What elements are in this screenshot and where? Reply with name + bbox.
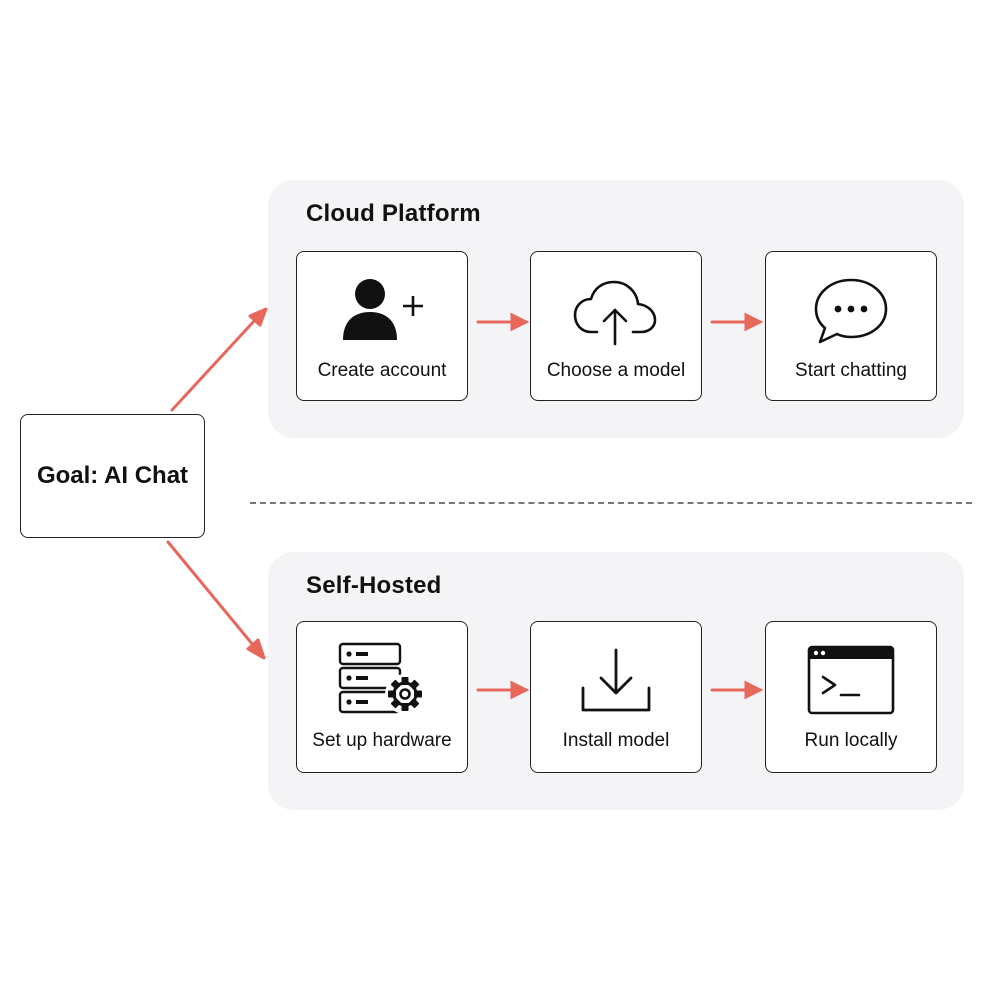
step-set-up-hardware: Set up hardware — [296, 621, 468, 773]
step-install-model: Install model — [530, 621, 702, 773]
download-icon — [531, 640, 701, 722]
step-label: Choose a model — [546, 360, 686, 381]
lane-self-hosted: Self-Hosted — [268, 552, 964, 810]
goal-node: Goal: AI Chat — [20, 414, 205, 538]
lane-title: Self-Hosted — [306, 572, 442, 599]
server-gear-icon — [297, 640, 467, 722]
terminal-icon — [766, 640, 936, 722]
lane-cloud-platform: Cloud Platform Create account — [268, 180, 964, 438]
chat-bubble-icon — [766, 270, 936, 352]
lane-divider — [250, 502, 972, 504]
arrow-goal-to-self-hosted — [166, 540, 266, 660]
add-user-icon — [297, 270, 467, 352]
step-label: Set up hardware — [312, 730, 452, 751]
cloud-upload-icon — [531, 270, 701, 352]
step-run-locally: Run locally — [765, 621, 937, 773]
step-choose-model: Choose a model — [530, 251, 702, 401]
step-create-account: Create account — [296, 251, 468, 401]
step-label: Start chatting — [795, 360, 907, 381]
step-label: Run locally — [804, 730, 898, 751]
arrow-goal-to-cloud — [170, 307, 268, 412]
step-label: Create account — [317, 360, 447, 381]
goal-label: Goal: AI Chat — [36, 462, 189, 489]
step-label: Install model — [562, 730, 670, 751]
lane-title: Cloud Platform — [306, 200, 481, 227]
step-start-chatting: Start chatting — [765, 251, 937, 401]
